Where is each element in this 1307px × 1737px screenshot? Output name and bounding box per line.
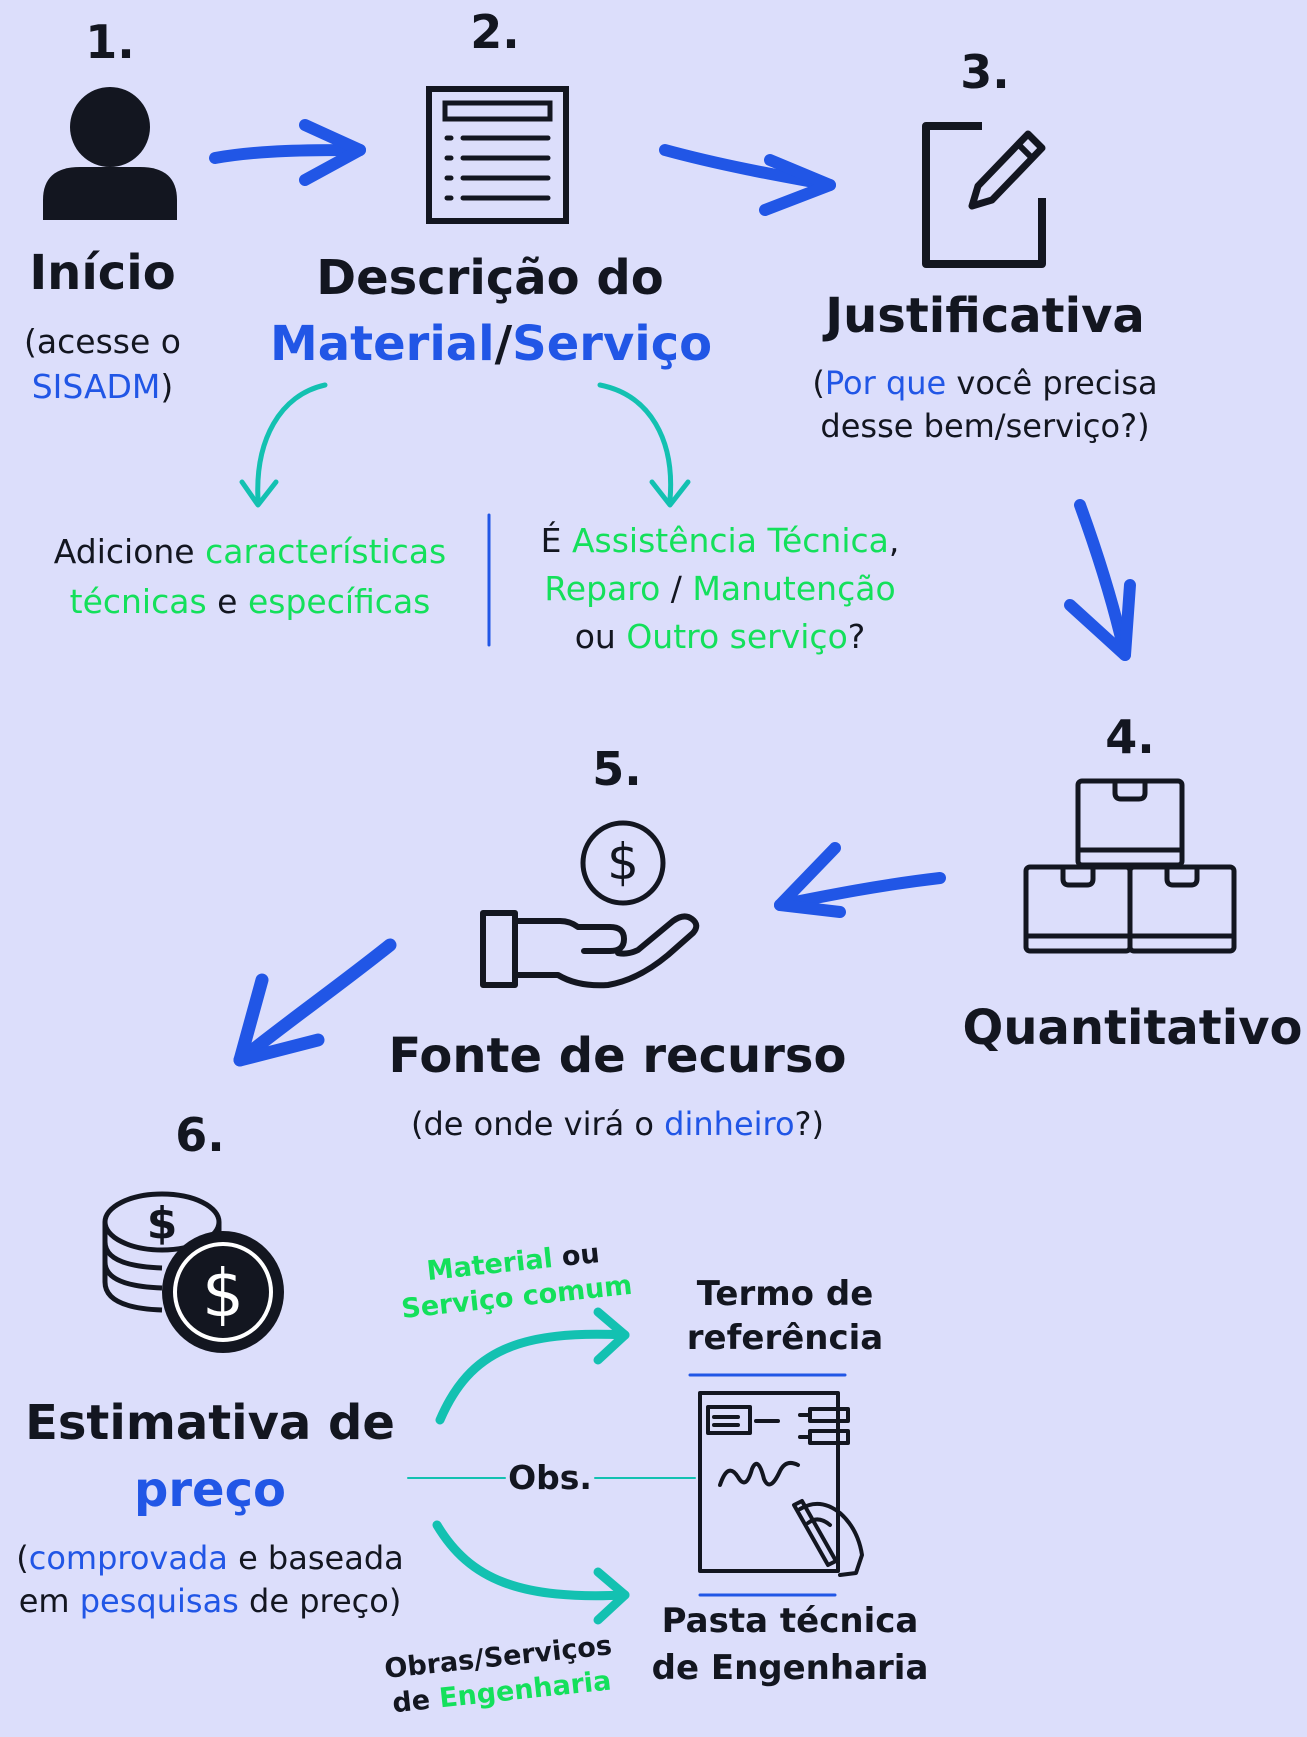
svg-text:$: $ [607, 833, 639, 891]
arrow-5-to-6 [233, 938, 397, 1067]
lower-branch-target: Pasta técnica de Engenharia [651, 1601, 929, 1688]
step-3-title: Justificativa [825, 288, 1145, 344]
step-6-title: Estimativa de preço [25, 1395, 395, 1519]
step-3-subtitle: (Por que você precisa desse bem/serviço?… [812, 364, 1158, 446]
step-2-number: 2. [470, 5, 520, 59]
step-3-number: 3. [960, 45, 1010, 99]
arrow-1-to-2 [209, 119, 366, 186]
step-2-service-note: É Assistência Técnica, Reparo / Manutenç… [540, 521, 900, 656]
step-1-title: Início [29, 245, 176, 301]
step-5-subtitle: (de onde virá o dinheiro?) [410, 1105, 825, 1143]
step-5-number: 5. [592, 742, 642, 796]
user-icon [43, 87, 177, 220]
upper-branch-target: Termo de referência [686, 1274, 884, 1359]
svg-text:$: $ [147, 1198, 178, 1249]
step-6-subtitle: (comprovada e baseada em pesquisas de pr… [16, 1539, 404, 1621]
step-1-subtitle: (acesse o SISADM) [24, 322, 181, 406]
teal-arrow-left [239, 382, 328, 508]
step-2-title: Descrição do Material/Serviço [270, 250, 713, 373]
hand-money-icon: $ [480, 820, 700, 989]
svg-text:$: $ [202, 1255, 244, 1332]
step-4-title: Quantitativo [962, 1000, 1303, 1056]
coins-icon: $ $ [102, 1191, 284, 1353]
obs-label: Obs. [508, 1458, 592, 1497]
step-1-number: 1. [85, 15, 135, 69]
teal-arrow-upper [435, 1307, 630, 1425]
document-list-icon [426, 86, 569, 224]
step-4-number: 4. [1105, 710, 1155, 764]
step-5-title: Fonte de recurso [388, 1028, 847, 1084]
teal-arrow-right [597, 382, 691, 508]
arrow-4-to-5 [774, 842, 946, 918]
arrow-2-to-3 [659, 144, 836, 216]
boxes-icon [1023, 778, 1237, 954]
edit-note-icon [922, 122, 1046, 268]
signing-contract-icon [698, 1391, 864, 1577]
step-6-number: 6. [175, 1108, 225, 1162]
step-2-material-note: Adicione características técnicas e espe… [53, 532, 447, 621]
arrow-3-to-4 [1064, 499, 1136, 661]
teal-arrow-lower [432, 1520, 630, 1625]
